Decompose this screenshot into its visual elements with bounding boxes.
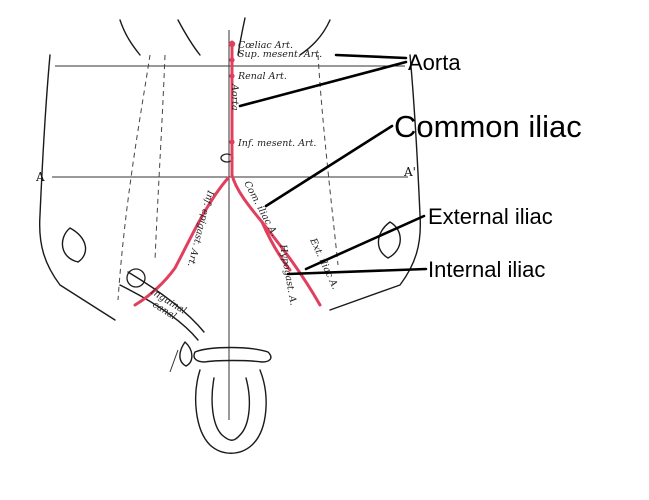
external-iliac-artery [260,220,322,307]
external-iliac-callout: External iliac [428,204,553,229]
internal-iliac-callout: Internal iliac [428,257,545,282]
plane-marker-right: A' [403,165,416,179]
inf-mesent-art-label: Inf. mesent. Art. [237,138,316,149]
common-iliac-leader [264,124,394,208]
aorta-vertical-label: Aorta [229,83,240,111]
plane-lines [52,65,408,178]
genitalia-outline [193,346,272,454]
callout-leaders [238,53,428,276]
aorta-leader-lower [238,60,408,108]
torso-outline [38,17,422,321]
common-iliac-artery [230,173,264,224]
inf-epigast-vertical-label: Inf. epigast. Art. [185,188,216,268]
plane-marker-left: A [35,170,45,184]
inguinal-canal-region [119,268,205,373]
aorta-callout: Aorta [408,50,461,75]
common-iliac-callout: Common iliac [394,109,582,144]
inferior-epigastric-artery [133,176,230,307]
aorta-leader-upper [334,53,408,60]
sup-mesent-art-label: Sup. mesent. Art. [238,49,322,60]
arteries [133,40,322,307]
coeliac-art-label: Cœliac Art. [238,40,293,51]
internal-iliac-leader [286,267,428,276]
external-iliac-leader [304,214,426,271]
internal-iliac-artery [260,220,292,272]
semilunar-lines [117,54,339,301]
common-iliac-vertical-label: Com. iliac A. [241,179,279,238]
engraving-labels: Cœliac Art. Sup. mesent. Art. Renal Art.… [148,40,341,322]
renal-art-label: Renal Art. [237,71,287,82]
